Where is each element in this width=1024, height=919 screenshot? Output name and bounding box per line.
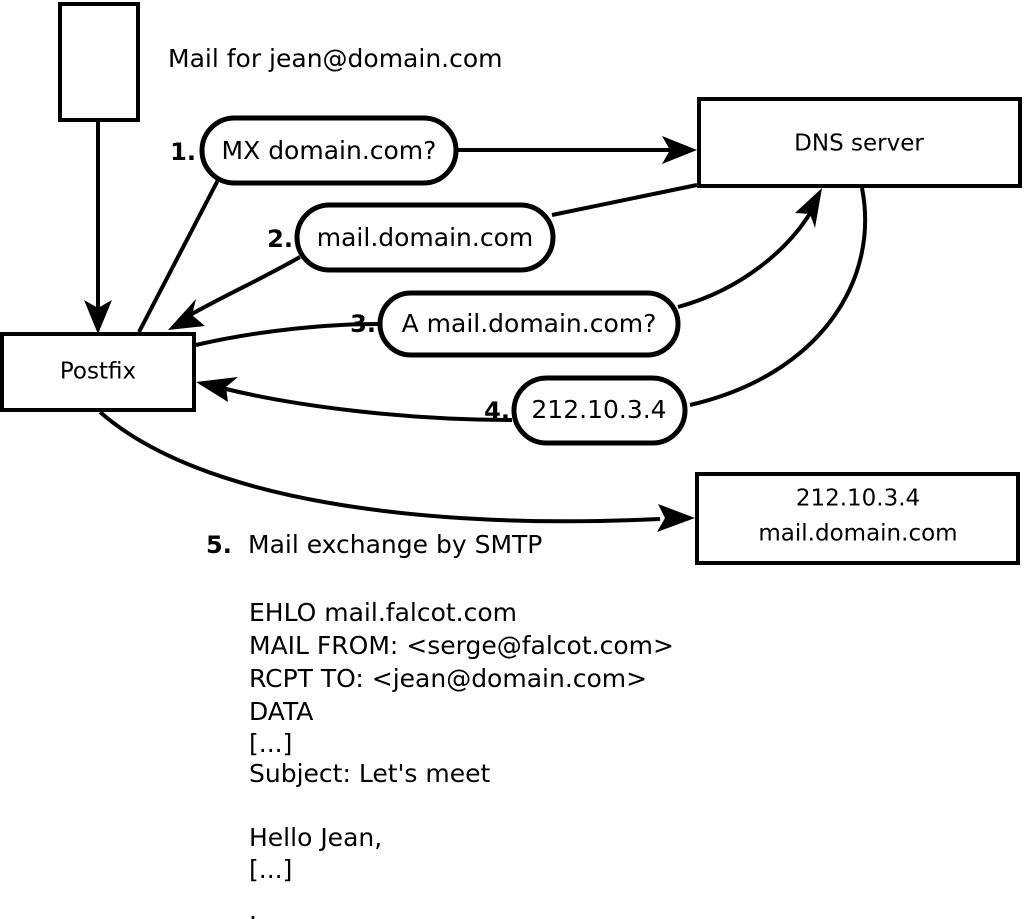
mail-for-caption: Mail for jean@domain.com (168, 44, 503, 73)
smtp-transcript: EHLO mail.falcot.com MAIL FROM: <serge@f… (249, 598, 674, 919)
arrowhead-step1-dns (662, 136, 697, 164)
arrowhead-step3-dns (795, 188, 822, 228)
step-bubble-4-label: 212.10.3.4 (531, 395, 666, 424)
edge-step1-to-dns (458, 136, 697, 164)
node-client[interactable] (58, 2, 140, 122)
edge-postfix-to-step3 (195, 322, 379, 347)
edge-postfix-to-mailserver (98, 410, 695, 532)
step-5-label: Mail exchange by SMTP (248, 530, 542, 559)
smtp-line-3: DATA (249, 697, 313, 726)
edge-postfix-to-step1 (137, 179, 220, 333)
step-bubble-4[interactable]: 212.10.3.4 (511, 375, 688, 446)
step-bubble-1[interactable]: MX domain.com? (199, 115, 459, 186)
smtp-line-2: RCPT TO: <jean@domain.com> (249, 664, 647, 693)
edge-client-to-postfix (84, 122, 112, 334)
smtp-line-7: Hello Jean, (249, 823, 382, 852)
node-postfix-label: Postfix (60, 359, 136, 385)
edge-step4-to-postfix (196, 377, 513, 422)
edge-step2-to-postfix (168, 255, 301, 330)
smtp-line-5: Subject: Let's meet (249, 759, 490, 788)
step-number-5: 5. (206, 531, 232, 559)
edge-dns-to-step4 (689, 187, 868, 407)
smtp-line-10: . (249, 896, 257, 919)
node-dns-server-label: DNS server (794, 131, 924, 157)
step-bubble-2[interactable]: mail.domain.com (294, 202, 556, 273)
smtp-line-1: MAIL FROM: <serge@falcot.com> (249, 631, 674, 660)
node-mail-server[interactable]: 212.10.3.4 mail.domain.com (695, 472, 1020, 565)
step-bubble-1-label: MX domain.com? (222, 136, 437, 165)
step-number-2: 2. (267, 225, 293, 253)
arrowhead-step2-postfix (168, 299, 205, 330)
step-number-3: 3. (350, 310, 376, 338)
step-number-4: 4. (484, 397, 510, 425)
edge-step3-to-dns (677, 188, 822, 309)
node-postfix[interactable]: Postfix (0, 332, 196, 412)
step-bubble-3[interactable]: A mail.domain.com? (377, 290, 681, 358)
edge-dns-to-step2 (551, 183, 698, 217)
smtp-line-4: [...] (249, 729, 292, 758)
arrowhead-postfix-mailserver (657, 504, 695, 532)
smtp-line-8: [...] (249, 855, 292, 884)
step-bubble-3-label: A mail.domain.com? (402, 309, 657, 338)
arrowhead-step4-postfix (196, 377, 238, 402)
node-dns-server[interactable]: DNS server (697, 97, 1022, 188)
step-number-1: 1. (170, 138, 196, 166)
node-mail-server-ip: 212.10.3.4 (796, 486, 920, 512)
node-mail-server-host: mail.domain.com (758, 521, 957, 547)
step-bubble-2-label: mail.domain.com (317, 223, 533, 252)
arrowhead-client-postfix (84, 300, 112, 334)
smtp-line-0: EHLO mail.falcot.com (249, 598, 517, 627)
